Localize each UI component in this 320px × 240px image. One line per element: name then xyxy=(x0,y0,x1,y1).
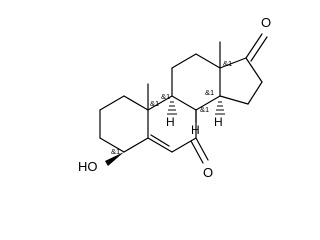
carbonyl-oxygen-b: O xyxy=(203,165,213,180)
wedge-bond xyxy=(105,152,124,166)
stereo-label-c8: &1 xyxy=(200,105,209,114)
carbonyl-c17 xyxy=(245,33,263,59)
bond xyxy=(219,95,249,105)
stereo-label-c10: &1 xyxy=(150,99,159,108)
hash-bond-c9 xyxy=(167,101,177,115)
bond xyxy=(171,95,197,111)
carbonyl-oxygen-d: O xyxy=(261,15,271,30)
bond xyxy=(99,137,125,153)
double-bond-inner xyxy=(150,134,170,147)
bond xyxy=(219,57,247,69)
bond xyxy=(171,137,197,153)
bond xyxy=(171,53,197,69)
bond xyxy=(147,137,173,153)
stereo-label-c13: &1 xyxy=(223,59,232,68)
stereo-label-c3: &1 xyxy=(111,147,120,156)
structure-canvas: O O HO H H H &1 &1 &1 &1 &1 &1 xyxy=(78,15,271,180)
bond xyxy=(123,95,149,111)
bond xyxy=(247,81,263,105)
carbonyl-c7 xyxy=(190,140,204,164)
hydrogen-c9: H xyxy=(166,115,175,129)
stereo-label-c14: &1 xyxy=(205,88,214,97)
bond xyxy=(99,95,125,111)
carbonyl-c17 xyxy=(250,36,268,62)
steroid-structure-diagram: O O HO H H H &1 &1 &1 &1 &1 &1 xyxy=(78,15,271,180)
bond xyxy=(195,95,221,111)
bond xyxy=(195,53,221,69)
carbonyl-c7 xyxy=(195,137,209,161)
hydroxyl-label: HO xyxy=(78,159,98,174)
hash-bond-c14 xyxy=(215,101,225,115)
bond xyxy=(245,57,263,83)
hydrogen-c8: H xyxy=(191,123,200,137)
bond xyxy=(123,137,149,153)
bond xyxy=(147,95,173,111)
hydrogen-c14: H xyxy=(214,115,223,129)
stereo-label-c9: &1 xyxy=(161,92,170,101)
